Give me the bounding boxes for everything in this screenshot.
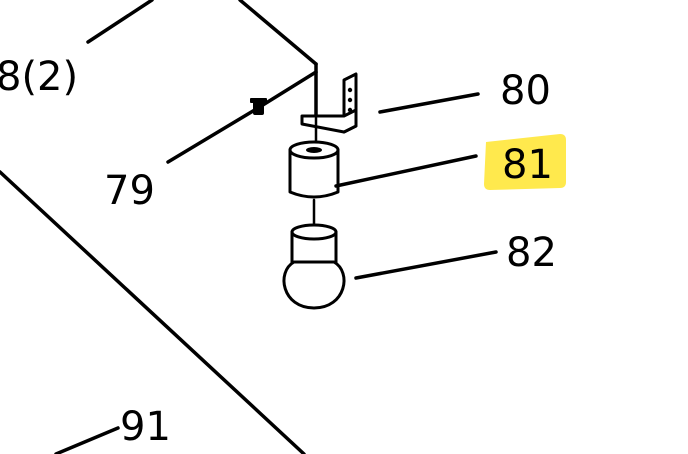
- socket-opening-icon: [306, 147, 322, 153]
- highlight-81: [484, 134, 566, 190]
- bracket-hole-icon: [347, 107, 353, 113]
- bracket-flange-icon: [300, 108, 358, 134]
- socket-body-icon: [288, 148, 340, 199]
- leader-line-82: [354, 250, 498, 280]
- part-80-bracket: [300, 72, 480, 134]
- bulb-base-top-icon: [290, 223, 338, 241]
- part-81-socket: [288, 116, 478, 199]
- part-79: [166, 70, 318, 164]
- bracket-hole-icon: [347, 87, 353, 93]
- callout-80: 80: [500, 68, 551, 114]
- leader-line-79: [166, 106, 260, 164]
- leader-line-8-2: [86, 0, 154, 44]
- callout-91: 91: [120, 404, 171, 450]
- frame-diagonal-upper: [238, 0, 318, 66]
- bulb-glass-icon: [282, 260, 346, 310]
- part-82-bulb: [282, 223, 498, 310]
- leader-line-81: [334, 154, 478, 188]
- leader-line-80: [378, 92, 480, 114]
- callout-82: 82: [506, 230, 557, 276]
- callout-8-2: 8(2): [0, 54, 78, 100]
- frame-diagonal-lower: [0, 170, 306, 454]
- callout-79: 79: [104, 168, 155, 214]
- callout-81: 81: [502, 142, 553, 188]
- frame-diagonal-mid: [256, 70, 318, 110]
- screw-icon: [253, 101, 264, 115]
- bracket-hole-icon: [347, 97, 353, 103]
- leader-line-91: [54, 426, 120, 454]
- screw-head-icon: [250, 98, 267, 103]
